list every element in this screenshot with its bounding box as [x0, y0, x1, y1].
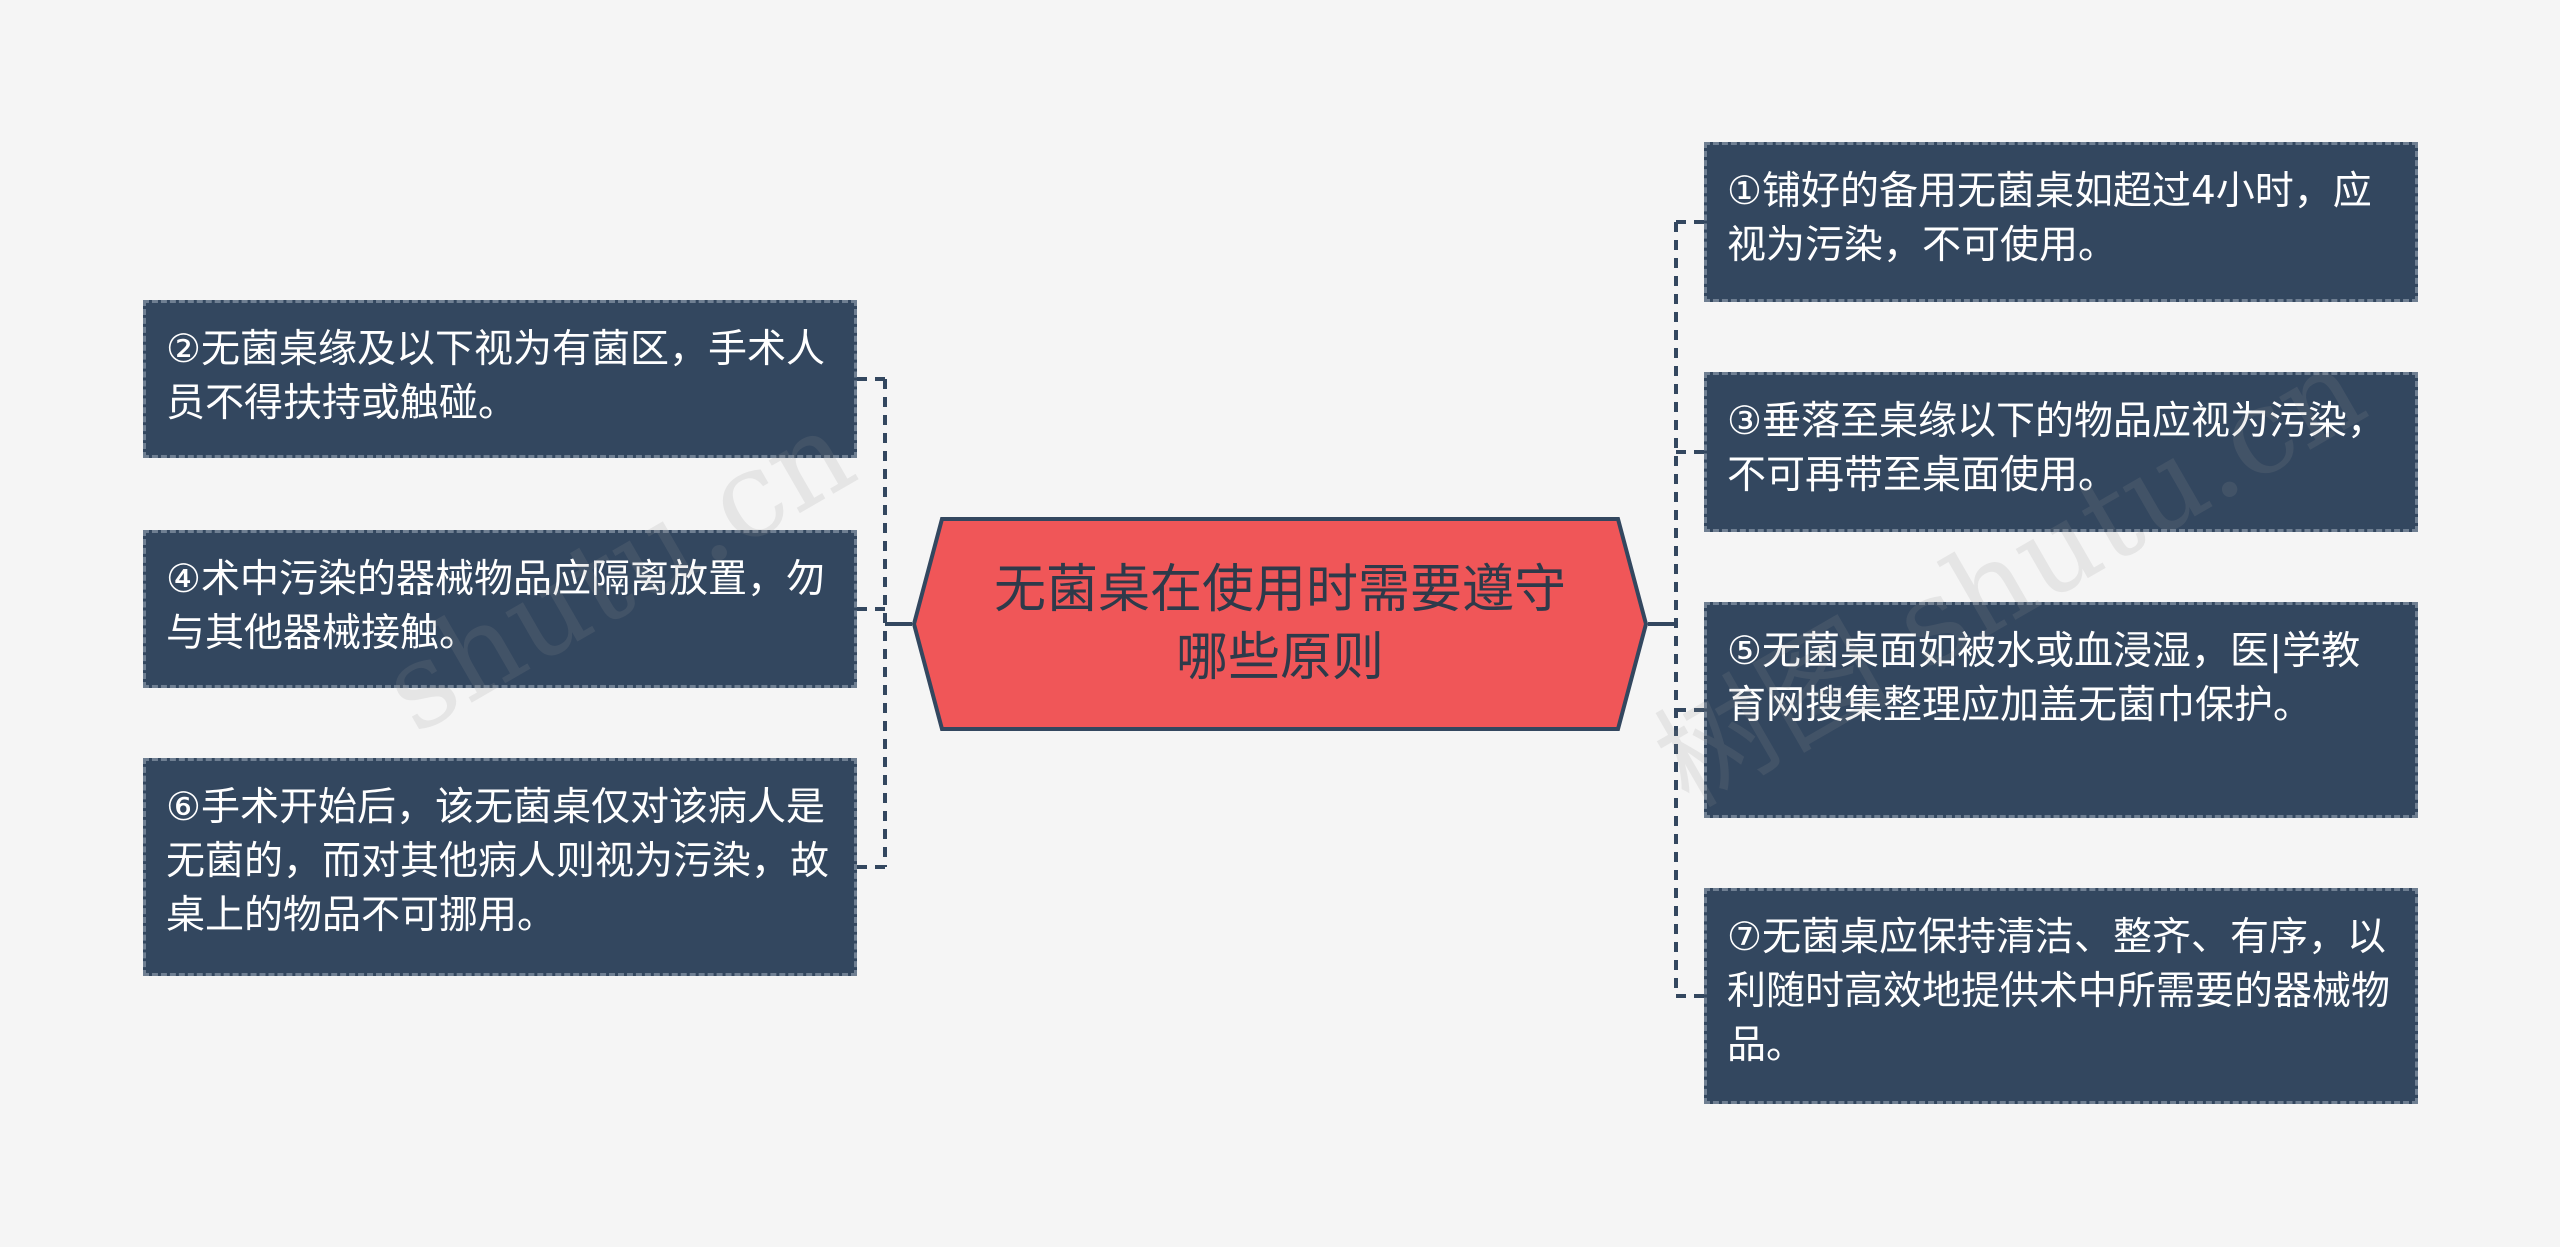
central-topic-shape	[912, 517, 1648, 731]
branch-node-3[interactable]: ③垂落至桌缘以下的物品应视为污染，不可再带至桌面使用。	[1704, 372, 2418, 532]
central-topic[interactable]: 无菌桌在使用时需要遵守 哪些原则	[912, 517, 1648, 731]
central-topic-line-1: 无菌桌在使用时需要遵守	[993, 560, 1566, 620]
central-topic-line-2: 哪些原则	[1175, 628, 1384, 688]
branch-node-6-text: ⑥手术开始后，该无菌桌仅对该病人是无菌的，而对其他病人则视为污染，故桌上的物品不…	[166, 785, 830, 938]
branch-node-7-text: ⑦无菌桌应保持清洁、整齐、有序，以利随时高效地提供术中所需要的器械物品。	[1727, 915, 2391, 1068]
branch-node-1[interactable]: ①铺好的备用无菌桌如超过4小时，应视为污染，不可使用。	[1704, 142, 2418, 302]
branch-node-4-text: ④术中污染的器械物品应隔离放置，勿与其他器械接触。	[166, 557, 825, 656]
branch-node-5[interactable]: ⑤无菌桌面如被水或血浸湿，医|学教育网搜集整理应加盖无菌巾保护。	[1704, 602, 2418, 818]
branch-node-3-text: ③垂落至桌缘以下的物品应视为污染，不可再带至桌面使用。	[1727, 399, 2386, 498]
central-topic-text: 无菌桌在使用时需要遵守 哪些原则	[972, 517, 1588, 731]
branch-node-2-text: ②无菌桌缘及以下视为有菌区，手术人员不得扶持或触碰。	[166, 327, 825, 426]
branch-node-2[interactable]: ②无菌桌缘及以下视为有菌区，手术人员不得扶持或触碰。	[143, 300, 857, 458]
branch-node-5-text: ⑤无菌桌面如被水或血浸湿，医|学教育网搜集整理应加盖无菌巾保护。	[1727, 629, 2361, 728]
branch-node-6[interactable]: ⑥手术开始后，该无菌桌仅对该病人是无菌的，而对其他病人则视为污染，故桌上的物品不…	[143, 758, 857, 976]
branch-node-4[interactable]: ④术中污染的器械物品应隔离放置，勿与其他器械接触。	[143, 530, 857, 688]
branch-node-1-text: ①铺好的备用无菌桌如超过4小时，应视为污染，不可使用。	[1727, 169, 2372, 268]
branch-node-7[interactable]: ⑦无菌桌应保持清洁、整齐、有序，以利随时高效地提供术中所需要的器械物品。	[1704, 888, 2418, 1104]
